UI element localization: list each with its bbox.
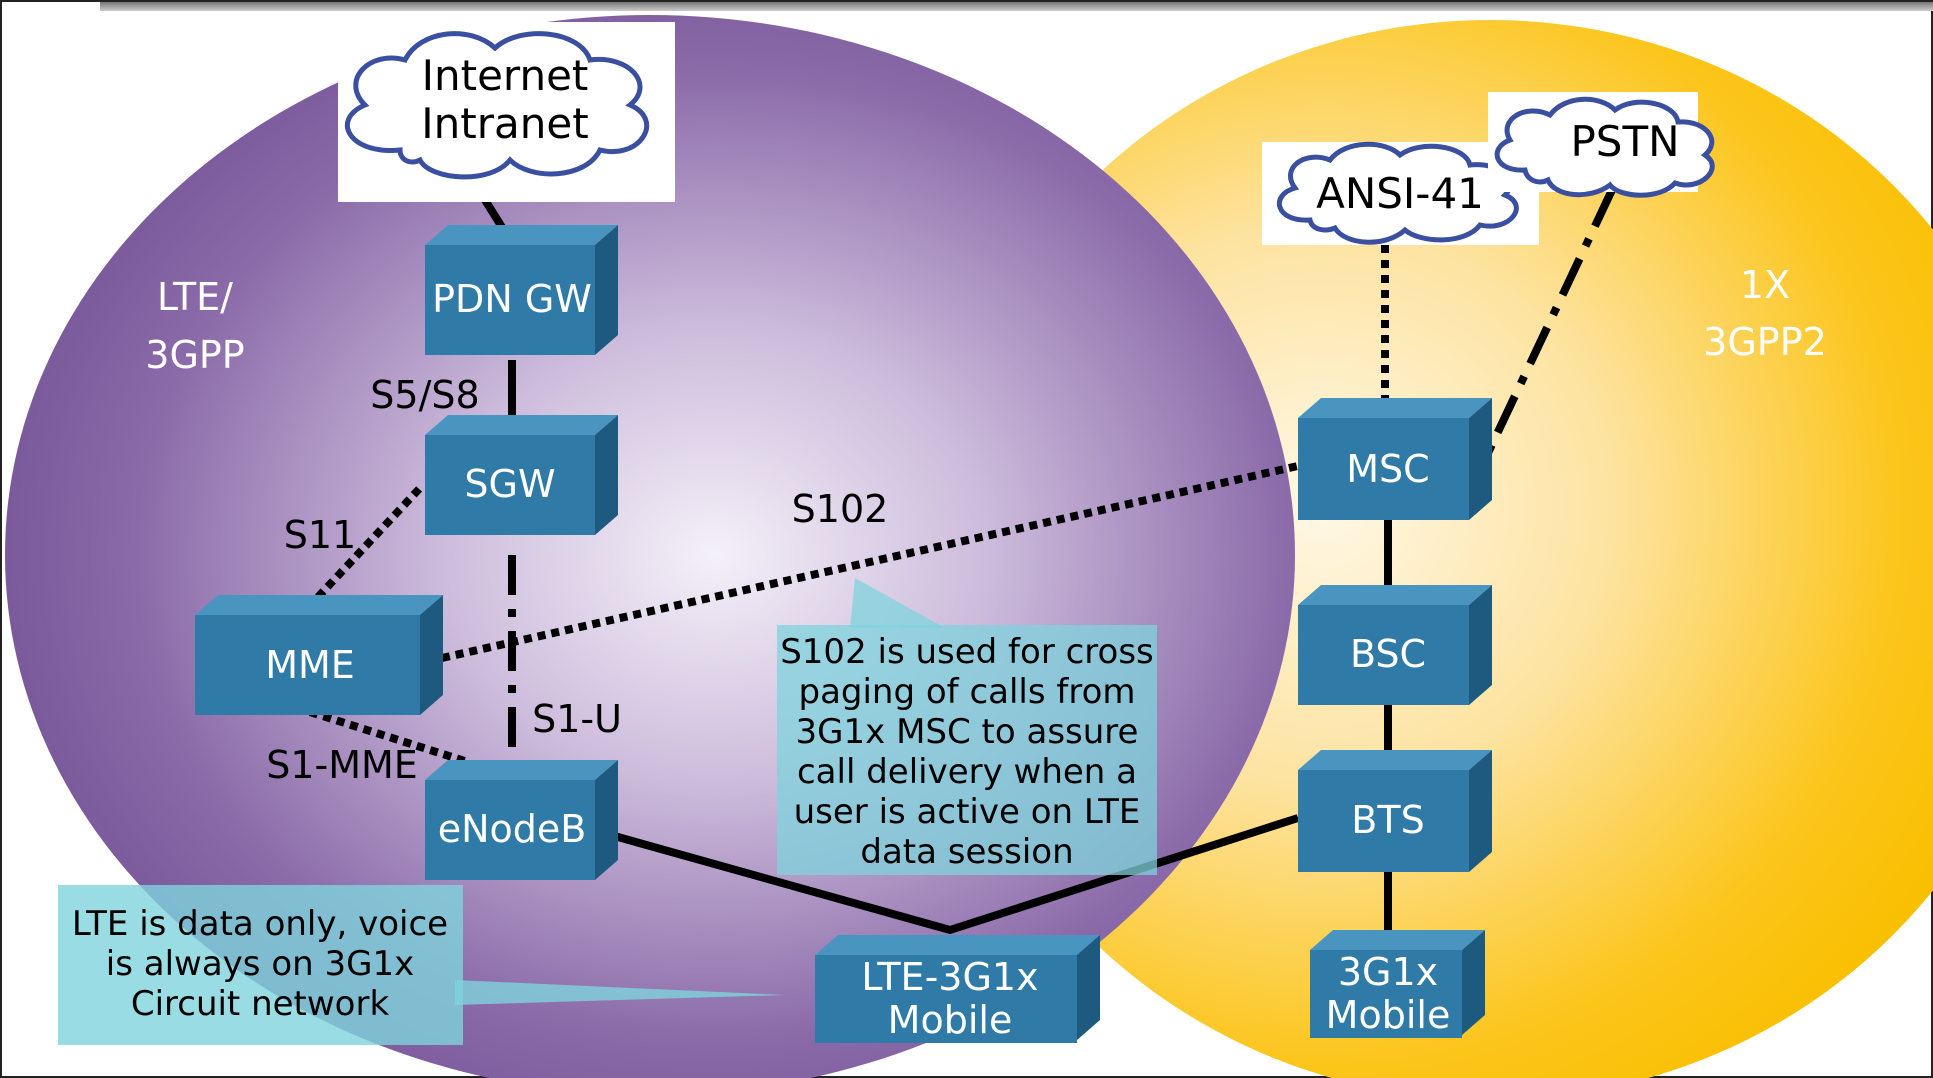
3g1x-mobile-label-2: Mobile <box>1326 993 1451 1037</box>
lte-3g1x-mobile-node: LTE-3G1x Mobile <box>815 935 1100 1043</box>
s5s8-label: S5/S8 <box>370 373 479 417</box>
lte-callout-line-1: LTE is data only, voice <box>72 904 448 944</box>
msc-label: MSC <box>1346 447 1429 491</box>
enodeb-node: eNodeB <box>425 760 618 880</box>
ansi-cloud-label: ANSI-41 <box>1316 169 1484 218</box>
s11-label: S11 <box>284 513 356 557</box>
s102-callout-pointer <box>850 578 945 628</box>
pdn-gw-node: PDN GW <box>425 225 618 355</box>
bsc-label: BSC <box>1350 632 1426 676</box>
pstn-cloud-icon <box>1494 96 1715 198</box>
s102-callout-line-5: user is active on LTE <box>794 792 1141 832</box>
lte-callout-box <box>58 885 463 1045</box>
lte-region-label-2: 3GPP <box>145 333 244 377</box>
s102-label: S102 <box>792 487 889 531</box>
enodeb-label: eNodeB <box>438 807 587 851</box>
bsc-node: BSC <box>1298 585 1492 705</box>
sgw-node: SGW <box>425 415 618 535</box>
bts-node: BTS <box>1298 750 1492 872</box>
s1mme-label: S1-MME <box>266 743 418 787</box>
connections <box>308 188 1616 935</box>
msc-node: MSC <box>1298 398 1492 520</box>
link-s11 <box>315 485 423 600</box>
lte-callout: LTE is data only, voice is always on 3G1… <box>58 885 785 1045</box>
internet-cloud-label-2: Intranet <box>421 99 588 148</box>
bts-label: BTS <box>1351 798 1424 842</box>
cdma-region-label-1: 1X <box>1740 263 1790 307</box>
pstn-cloud: PSTN <box>1488 92 1715 198</box>
s102-callout-line-3: 3G1x MSC to assure <box>796 712 1139 752</box>
lte-3g1x-mobile-label-2: Mobile <box>888 998 1013 1042</box>
3g1x-mobile-node: 3G1x Mobile <box>1310 930 1485 1038</box>
lte-region-label-1: LTE/ <box>157 275 233 319</box>
pdn-gw-label: PDN GW <box>432 277 592 321</box>
lte-callout-line-3: Circuit network <box>131 984 390 1024</box>
internet-cloud-label-1: Internet <box>422 51 589 100</box>
3g1x-mobile-label-1: 3G1x <box>1338 950 1438 994</box>
internet-cloud-icon <box>344 31 650 180</box>
s1u-label: S1-U <box>532 697 622 741</box>
s102-callout-line-2: paging of calls from <box>798 672 1135 712</box>
s102-callout-line-1: S102 is used for cross <box>780 632 1154 672</box>
s102-callout-line-6: data session <box>860 832 1073 872</box>
link-pstn-msc <box>1476 188 1616 472</box>
lte-callout-pointer <box>455 980 785 1005</box>
link-radio <box>598 814 1300 935</box>
s102-callout-box <box>777 625 1157 875</box>
sgw-label: SGW <box>464 462 555 506</box>
pstn-cloud-label: PSTN <box>1570 117 1679 166</box>
s102-callout-line-4: call delivery when a <box>797 752 1137 792</box>
top-rule <box>100 2 1933 11</box>
internet-cloud: Internet Intranet <box>338 22 675 202</box>
mme-node: MME <box>195 595 443 715</box>
lte-callout-line-2: is always on 3G1x <box>106 944 414 984</box>
link-s102 <box>441 462 1299 662</box>
mme-label: MME <box>265 643 355 687</box>
lte-3g1x-mobile-label-1: LTE-3G1x <box>861 955 1038 999</box>
cdma-region-label-2: 3GPP2 <box>1703 320 1827 364</box>
s102-callout: S102 is used for cross paging of calls f… <box>777 578 1157 875</box>
